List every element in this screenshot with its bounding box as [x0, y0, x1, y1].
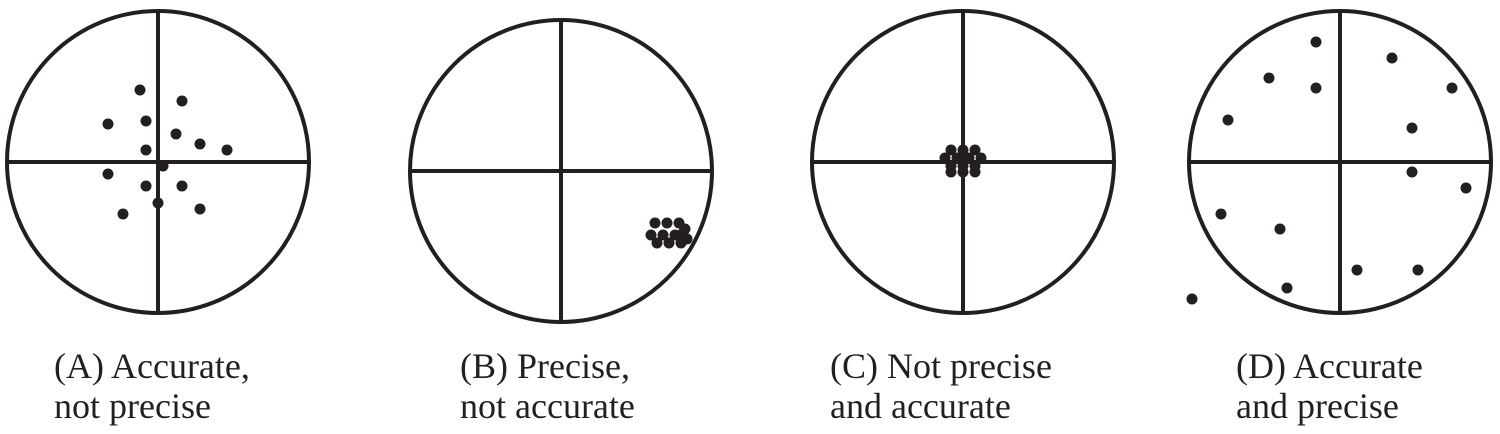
shots: [1186, 36, 1472, 305]
shot-dot: [679, 223, 691, 235]
shot-dot: [1310, 36, 1322, 48]
shot-dot: [1263, 72, 1275, 84]
shot-dot: [140, 180, 152, 192]
shot-dot: [102, 118, 114, 130]
caption-a-line2: not precise: [54, 386, 211, 426]
target-d: [1186, 9, 1493, 315]
shot-dot: [951, 152, 963, 164]
shot-dot: [681, 233, 693, 245]
shot-dot: [1412, 264, 1424, 276]
shot-dot: [1215, 208, 1227, 220]
shot-dot: [969, 144, 981, 156]
shot-dot: [1222, 114, 1234, 126]
target-b: [408, 18, 714, 324]
shot-dot: [1460, 182, 1472, 194]
shot-dot: [945, 166, 957, 178]
shot-dot: [669, 229, 681, 241]
shot-dot: [945, 144, 957, 156]
shot-dot: [194, 203, 206, 215]
shot-dot: [657, 229, 669, 241]
caption-a: (A) Accurate, not precise: [54, 346, 250, 426]
shot-dot: [1446, 82, 1458, 94]
shot-dot: [661, 217, 673, 229]
shot-dot: [221, 144, 233, 156]
shot-dot: [117, 208, 129, 220]
shot-dot: [963, 152, 975, 164]
shot-dot: [152, 197, 164, 209]
shot-dot: [176, 95, 188, 107]
shots: [939, 144, 987, 178]
shot-dot: [1386, 52, 1398, 64]
shot-dot: [134, 84, 146, 96]
shot-dot: [957, 166, 969, 178]
shot-dot: [651, 237, 663, 249]
shot-dot: [140, 115, 152, 127]
shot-dot: [194, 138, 206, 150]
shot-dot: [140, 144, 152, 156]
target-c: [810, 9, 1116, 315]
target-a: [5, 9, 311, 315]
shot-dot: [969, 166, 981, 178]
caption-d-line2: and precise: [1236, 386, 1399, 426]
shot-dot: [1281, 282, 1293, 294]
shot-dot: [170, 128, 182, 140]
caption-b-line2: not accurate: [460, 386, 635, 426]
shot-dot: [939, 152, 951, 164]
shot-dot: [1406, 122, 1418, 134]
caption-d-line1: (D) Accurate: [1236, 346, 1423, 386]
shot-dot: [975, 152, 987, 164]
shot-dot: [649, 217, 661, 229]
shot-dot: [176, 180, 188, 192]
caption-b-line1: (B) Precise,: [460, 346, 630, 386]
caption-c-line2: and accurate: [830, 386, 1011, 426]
shot-dot: [957, 144, 969, 156]
shots: [645, 217, 693, 249]
caption-a-line1: (A) Accurate,: [54, 346, 250, 386]
caption-d: (D) Accurate and precise: [1236, 346, 1423, 426]
shot-dot: [1274, 223, 1286, 235]
shot-dot: [1406, 166, 1418, 178]
caption-c-line1: (C) Not precise: [830, 346, 1052, 386]
shot-dot: [1310, 82, 1322, 94]
shot-dot: [663, 237, 675, 249]
shot-dot: [102, 168, 114, 180]
shot-dot: [645, 229, 657, 241]
shots: [102, 84, 233, 220]
shot-dot: [1351, 264, 1363, 276]
caption-b: (B) Precise, not accurate: [460, 346, 635, 426]
caption-c: (C) Not precise and accurate: [830, 346, 1052, 426]
shot-dot: [157, 160, 169, 172]
shot-dot: [1186, 293, 1198, 305]
